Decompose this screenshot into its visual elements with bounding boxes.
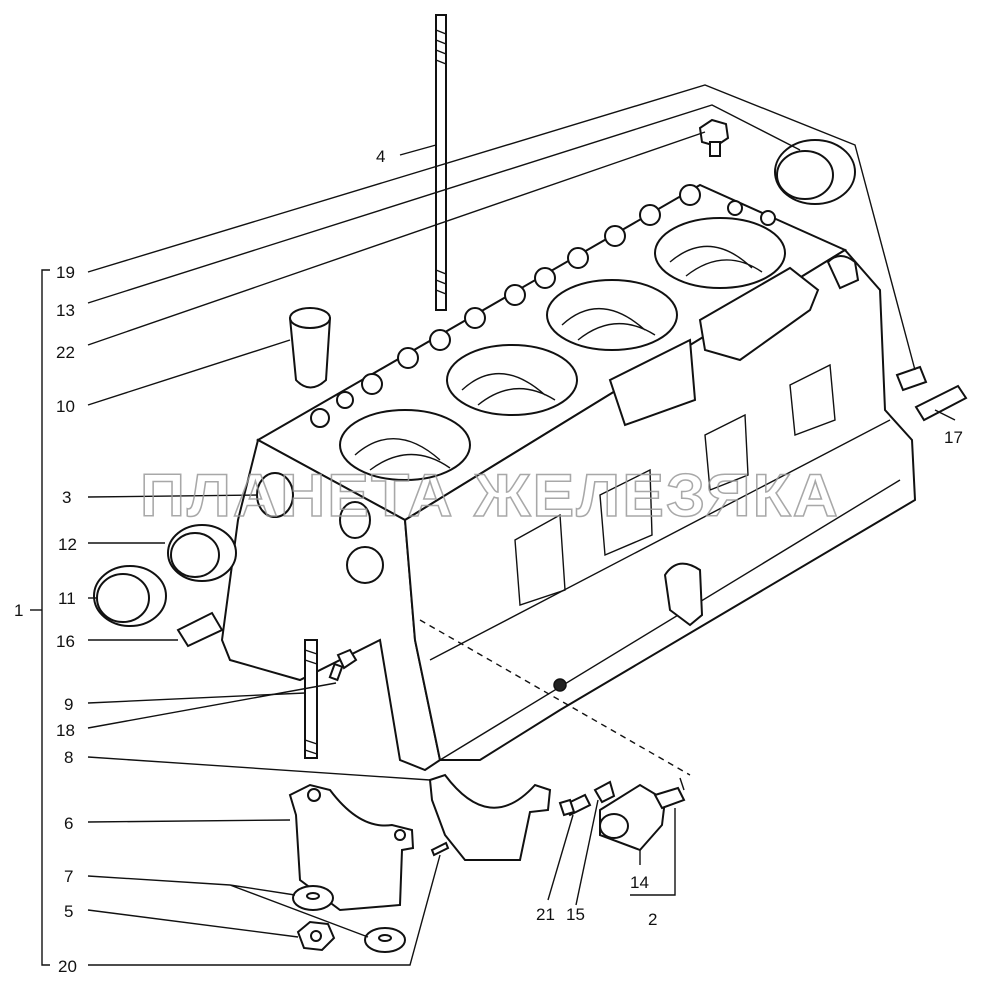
callout-18: 18 bbox=[56, 721, 75, 740]
callout-22: 22 bbox=[56, 343, 75, 362]
deck-holes bbox=[310, 184, 776, 428]
callout-8: 8 bbox=[64, 748, 73, 767]
cylinder-bore-1 bbox=[339, 409, 471, 481]
part-19-bushing bbox=[774, 139, 856, 205]
part-18-bolt bbox=[328, 648, 358, 682]
part-6-bearing-cap bbox=[288, 783, 415, 912]
cylinder-bore-4 bbox=[654, 217, 786, 289]
callout-21: 21 bbox=[536, 905, 555, 924]
watermark: ПЛАНЕТА ЖЕЛЕЗЯКА bbox=[140, 462, 840, 529]
part-10-dowel bbox=[895, 365, 928, 392]
part-17-threaded-pin bbox=[914, 384, 968, 422]
callout-15: 15 bbox=[566, 905, 585, 924]
cylinder-block bbox=[220, 183, 917, 772]
part-4-stud bbox=[435, 14, 447, 311]
part-22-sleeve bbox=[288, 307, 332, 389]
callout-20: 20 bbox=[58, 957, 77, 976]
callout-12: 12 bbox=[58, 535, 77, 554]
callout-16: 16 bbox=[56, 632, 75, 651]
part-13-bolt bbox=[698, 118, 730, 157]
callout-10: 10 bbox=[56, 397, 75, 416]
part-12-bushing bbox=[167, 524, 237, 582]
part-7-washers bbox=[292, 885, 406, 953]
callout-6: 6 bbox=[64, 814, 73, 833]
callout-19: 19 bbox=[56, 263, 75, 282]
callout-9: 9 bbox=[64, 695, 73, 714]
callout-5: 5 bbox=[64, 902, 73, 921]
callout-1: 1 bbox=[14, 601, 23, 620]
part-14-fitting bbox=[599, 783, 686, 852]
part-15-lock-washer bbox=[593, 780, 616, 804]
callout-13: 13 bbox=[56, 301, 75, 320]
callout-3: 3 bbox=[62, 488, 71, 507]
callout-11: 11 bbox=[58, 589, 76, 608]
callout-4: 4 bbox=[376, 147, 385, 166]
part-11-bushing bbox=[93, 565, 167, 627]
callout-labels: 19 13 22 10 4 3 12 11 1 16 9 18 8 6 7 5 … bbox=[14, 147, 963, 976]
part-9-stud bbox=[304, 639, 318, 759]
callout-17: 17 bbox=[944, 428, 963, 447]
cylinder-bore-2 bbox=[446, 344, 578, 416]
part-16-pin bbox=[176, 611, 224, 648]
part-21-bolt bbox=[558, 793, 592, 817]
callout-2: 2 bbox=[648, 910, 657, 929]
part-20-pin bbox=[430, 841, 450, 857]
callout-7: 7 bbox=[64, 867, 73, 886]
cylinder-bore-3 bbox=[546, 279, 678, 351]
part-5-nut bbox=[296, 920, 336, 952]
leader-lines bbox=[30, 84, 956, 966]
callout-14: 14 bbox=[630, 873, 649, 892]
part-8-bearing-cap bbox=[428, 773, 552, 861]
